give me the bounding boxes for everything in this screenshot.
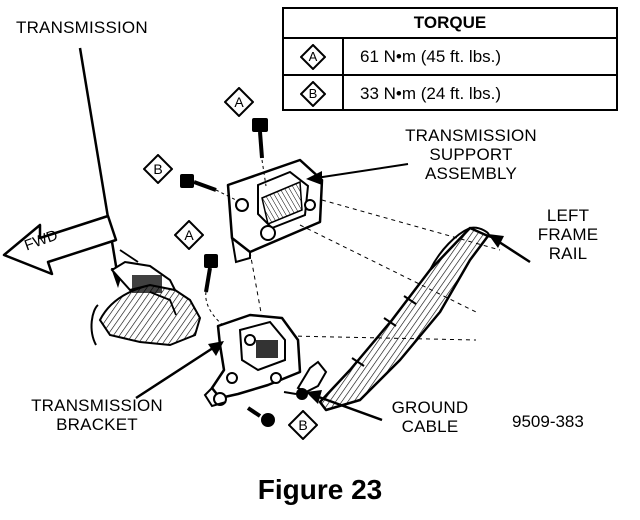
bolt-b-left	[180, 174, 237, 201]
torque-row-a: A 61 N•m (45 ft. lbs.)	[284, 39, 616, 76]
fwd-arrow	[2, 214, 118, 276]
callout-diamond-icon: A	[300, 43, 326, 70]
bracket-label-line: TRANSMISSION	[31, 396, 163, 415]
callout-b-left: B	[142, 153, 174, 185]
transmission-leader	[78, 47, 124, 288]
frame-rail-label-line: LEFT	[546, 206, 590, 225]
callout-letter: A	[234, 94, 244, 110]
bolt-a-mid	[204, 254, 225, 327]
diamond-icon	[223, 86, 255, 118]
transmission-support-assembly	[226, 158, 324, 264]
support-leader	[306, 163, 409, 185]
diamond-icon	[142, 153, 174, 185]
transmission-bracket	[203, 313, 302, 408]
figure-caption: Figure 23	[257, 474, 383, 505]
diamond-icon	[287, 409, 319, 441]
callout-letter: B	[298, 417, 308, 433]
torque-key-letter: B	[308, 85, 318, 101]
ground-cable-terminal	[283, 360, 328, 400]
transmission-housing	[90, 249, 202, 347]
transmission-bracket-label: TRANSMISSION BRACKET	[22, 396, 172, 434]
reference-number: 9509-383	[512, 412, 584, 431]
callout-a-top: A	[223, 86, 255, 118]
callout-diamond-icon: B	[300, 80, 326, 107]
torque-key-cell: B	[284, 76, 344, 111]
torque-row-b: B 33 N•m (24 ft. lbs.)	[284, 76, 616, 111]
diamond-icon	[173, 219, 205, 251]
bolt-a-top	[252, 118, 268, 187]
ground-cable-label-line: GROUND	[391, 398, 469, 417]
bracket-label-line: BRACKET	[56, 415, 138, 434]
ground-cable-label: GROUND CABLE	[380, 398, 480, 436]
torque-value: 61 N•m (45 ft. lbs.)	[360, 46, 502, 66]
left-frame-rail-label: LEFT FRAME RAIL	[528, 206, 608, 263]
frame-rail-label-line: RAIL	[548, 244, 588, 263]
transmission-support-label: TRANSMISSION SUPPORT ASSEMBLY	[396, 126, 546, 183]
ground-cable-label-line: CABLE	[401, 417, 459, 436]
support-label-line: TRANSMISSION	[405, 126, 537, 145]
callout-b-bottom: B	[287, 409, 319, 441]
callout-letter: B	[153, 161, 163, 177]
callout-letter: A	[184, 227, 194, 243]
torque-table-header: TORQUE	[284, 9, 616, 39]
support-label-line: ASSEMBLY	[425, 164, 517, 183]
bolt-bottom	[246, 406, 275, 427]
transmission-label: TRANSMISSION	[16, 18, 148, 37]
torque-value: 33 N•m (24 ft. lbs.)	[360, 83, 502, 103]
frame-rail-label-line: FRAME	[537, 225, 599, 244]
torque-table: TORQUE A 61 N•m (45 ft. lbs.) B 33 N•m (…	[282, 7, 618, 111]
frame-rail-leader	[488, 234, 531, 264]
bracket-leader	[135, 341, 224, 400]
torque-key-cell: A	[284, 39, 344, 74]
left-frame-rail	[318, 226, 501, 412]
torque-key-letter: A	[308, 48, 318, 64]
callout-a-mid: A	[173, 219, 205, 251]
support-label-line: SUPPORT	[429, 145, 513, 164]
